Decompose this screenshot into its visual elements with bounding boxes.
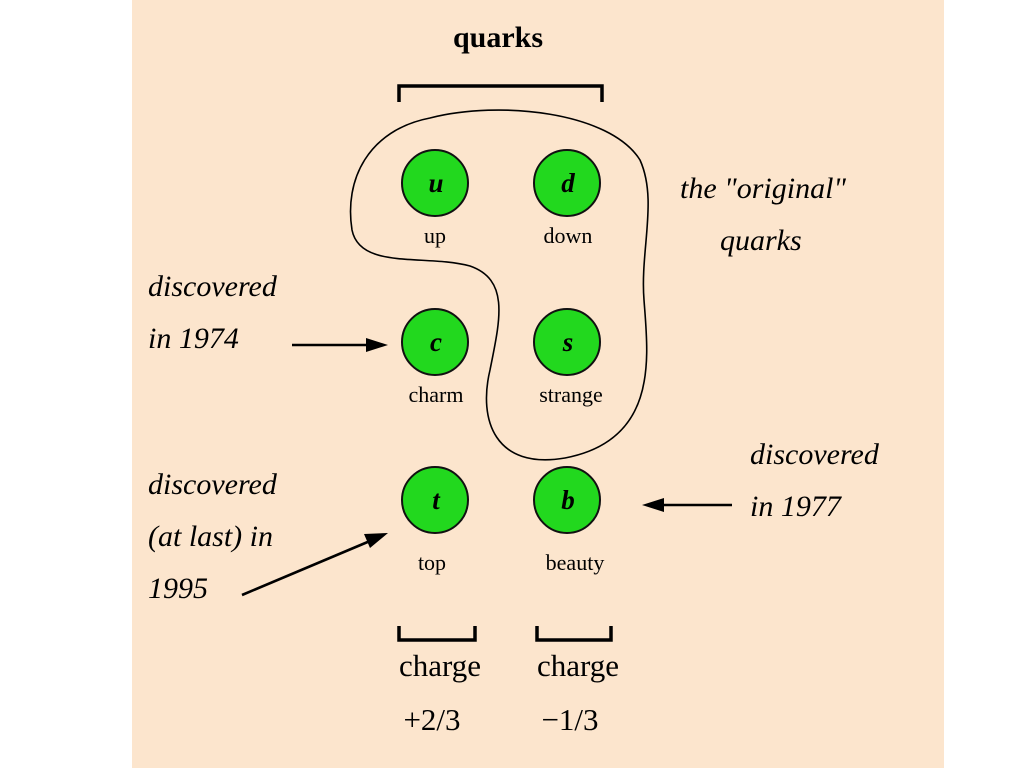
charm-note-line-1: discovered bbox=[148, 270, 278, 303]
beauty-arrow bbox=[642, 498, 732, 512]
quark-name: strange bbox=[539, 382, 603, 407]
quark-up: u up bbox=[401, 149, 469, 248]
original-note-line-1: the "original" bbox=[680, 172, 846, 205]
quark-strange: s strange bbox=[533, 308, 603, 407]
charm-note-line-2: in 1974 bbox=[148, 322, 239, 355]
quark-symbol: s bbox=[562, 327, 574, 357]
top-arrow bbox=[241, 533, 388, 597]
top-note-line-1: discovered bbox=[148, 468, 278, 501]
quark-circle bbox=[533, 466, 601, 534]
quark-top: t top bbox=[401, 466, 469, 575]
charge-value-down-type: −1/3 bbox=[541, 702, 598, 737]
quark-charm: c charm bbox=[401, 308, 469, 407]
quark-circle bbox=[401, 308, 469, 376]
quark-down: d down bbox=[533, 149, 601, 248]
original-note-line-2: quarks bbox=[720, 224, 802, 257]
quark-name: beauty bbox=[546, 550, 605, 575]
beauty-note-line-2: in 1977 bbox=[750, 490, 843, 523]
quark-circle bbox=[401, 149, 469, 217]
quarks-bracket bbox=[397, 84, 604, 102]
quark-symbol: d bbox=[561, 168, 575, 198]
charge-bracket-down-type bbox=[535, 626, 613, 642]
quark-name: charm bbox=[409, 382, 464, 407]
charge-bracket-up-type bbox=[397, 626, 477, 642]
quark-circle bbox=[401, 466, 469, 534]
top-note-line-2: (at last) in bbox=[148, 520, 273, 553]
charge-label-up-type: charge bbox=[399, 648, 481, 683]
quark-circle bbox=[533, 149, 601, 217]
quark-symbol: u bbox=[428, 168, 443, 198]
charm-arrow bbox=[292, 338, 388, 352]
quark-name: top bbox=[418, 550, 446, 575]
quark-name: down bbox=[544, 223, 593, 248]
quark-circle bbox=[533, 308, 601, 376]
quark-symbol: t bbox=[432, 485, 441, 515]
beauty-note-line-1: discovered bbox=[750, 438, 880, 471]
quark-beauty: b beauty bbox=[533, 466, 605, 575]
charge-label-down-type: charge bbox=[537, 648, 619, 683]
diagram-title: quarks bbox=[453, 21, 543, 54]
quark-symbol: b bbox=[561, 485, 575, 515]
charge-value-up-type: +2/3 bbox=[403, 702, 460, 737]
quark-symbol: c bbox=[430, 327, 442, 357]
quark-name: up bbox=[424, 223, 446, 248]
top-note-line-3: 1995 bbox=[148, 572, 208, 605]
original-quarks-outline bbox=[349, 109, 649, 461]
